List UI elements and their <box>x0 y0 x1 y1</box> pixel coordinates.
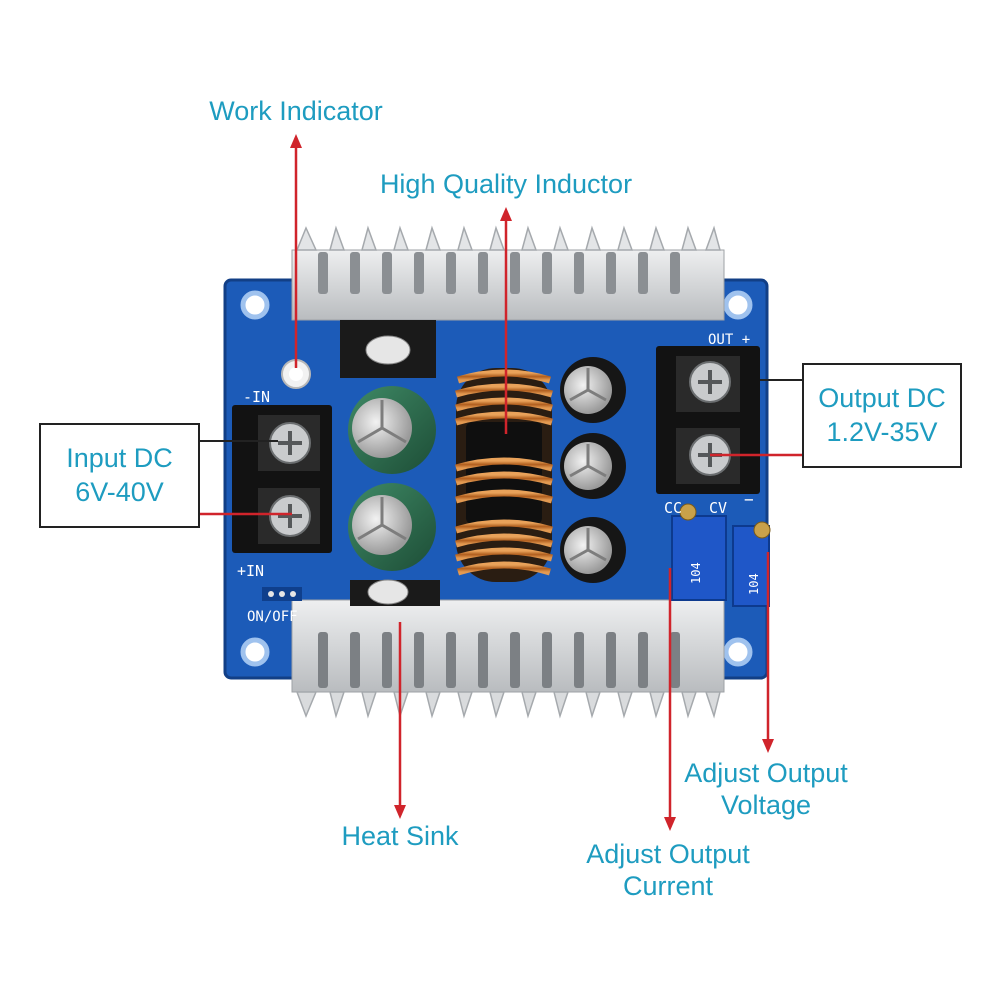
adjust-current-line1: Adjust Output <box>586 839 750 869</box>
toroidal-inductor <box>455 368 553 582</box>
box-connector-lines <box>200 379 802 442</box>
output-terminal-block <box>656 346 760 494</box>
leader-lines <box>200 134 802 831</box>
cc-pot-code: 104 <box>689 562 703 584</box>
input-dc-line2: 6V-40V <box>75 476 164 507</box>
adjust-voltage-line1: Adjust Output <box>684 758 848 788</box>
on-off-header <box>262 587 302 601</box>
adjust-current-label: Adjust Output Current <box>568 838 768 903</box>
input-capacitors <box>348 386 436 571</box>
out-minus-label: − <box>744 490 754 509</box>
adjust-current-line2: Current <box>622 871 714 902</box>
bottom-heat-sink <box>291 579 725 719</box>
input-dc-line1: Input DC <box>66 442 173 473</box>
out-plus-label: OUT + <box>708 332 750 348</box>
potentiometers <box>671 503 771 607</box>
cv-label: CV <box>709 499 727 517</box>
mounting-holes <box>240 290 753 667</box>
plus-in-label: +IN <box>237 562 264 580</box>
minus-in-label: -IN <box>243 388 270 406</box>
adjust-voltage-label: Adjust Output Voltage <box>666 757 866 822</box>
input-terminal-block <box>232 405 332 553</box>
work-indicator-label: Work Indicator <box>209 96 383 126</box>
inductor-label: High Quality Inductor <box>379 169 633 199</box>
work-indicator-led <box>281 359 311 389</box>
input-dc-box: Input DC 6V-40V <box>39 423 200 528</box>
adjust-voltage-line2: Voltage <box>720 790 812 821</box>
cv-pot-code: 104 <box>747 573 761 595</box>
on-off-label: ON/OFF <box>247 609 298 625</box>
output-dc-line1: Output DC <box>818 382 946 413</box>
top-heat-sink <box>291 225 725 378</box>
output-dc-box: Output DC 1.2V-35V <box>802 363 962 468</box>
output-capacitors <box>560 357 626 583</box>
cc-label: CC <box>664 499 682 517</box>
output-dc-line2: 1.2V-35V <box>826 416 938 447</box>
heat-sink-label: Heat Sink <box>341 821 459 851</box>
